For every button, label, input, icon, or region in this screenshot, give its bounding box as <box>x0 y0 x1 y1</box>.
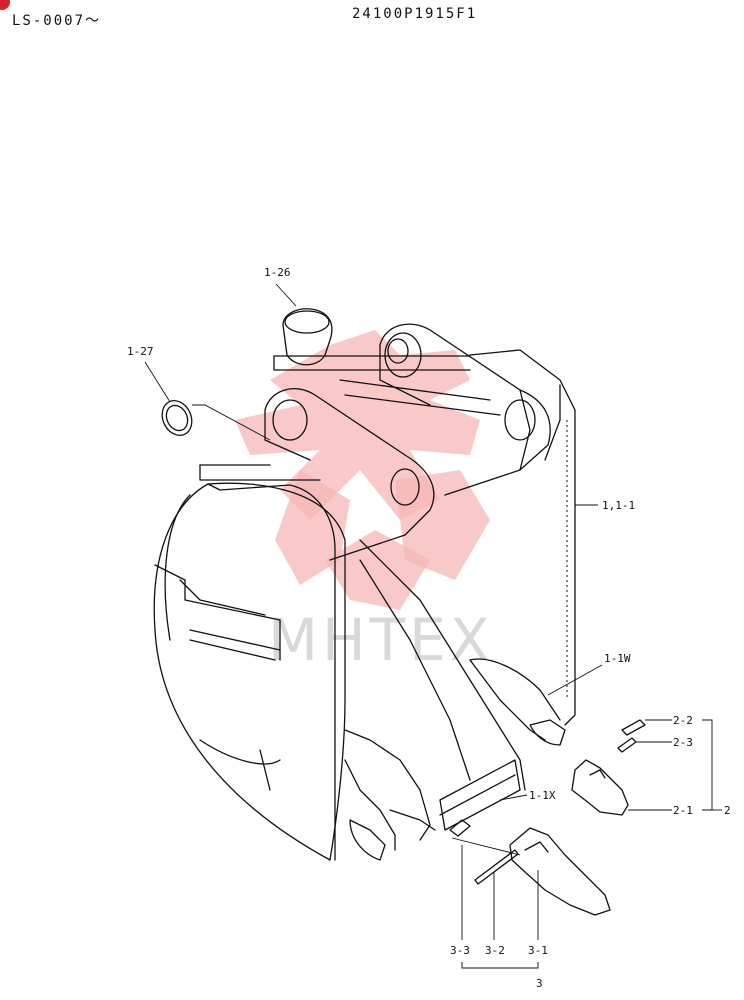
part-group-3-tooth: 3-3 3-2 3-1 3 <box>449 819 611 990</box>
watermark-logo: MHTEX <box>235 330 493 674</box>
watermark-text: MHTEX <box>268 606 493 674</box>
part-number: 24100P1915F1 <box>352 6 478 22</box>
callout-1-27: 1-27 <box>127 345 154 358</box>
serial-range: LS-0007～ <box>12 13 102 29</box>
callout-3: 3 <box>536 977 543 990</box>
callout-3-2: 3-2 <box>485 944 505 957</box>
callout-2-2: 2-2 <box>673 714 693 727</box>
part-1-27-oring: 1-27 <box>127 345 271 441</box>
corner-red-mark <box>0 0 10 10</box>
callout-1-1-1: 1,1-1 <box>602 499 635 512</box>
part-1-26-bushing: 1-26 <box>264 266 333 366</box>
callout-2-1: 2-1 <box>673 804 693 817</box>
part-group-2-tooth: 2-2 2-3 2-1 2 <box>571 714 731 817</box>
callout-1-26: 1-26 <box>264 266 291 279</box>
callout-2: 2 <box>724 804 731 817</box>
bucket-body <box>153 323 576 861</box>
callout-1-1w: 1-1W <box>604 652 631 665</box>
callout-2-3: 2-3 <box>673 736 693 749</box>
callout-1-1x: 1-1X <box>529 789 556 802</box>
callout-3-1: 3-1 <box>528 944 548 957</box>
callout-3-3: 3-3 <box>450 944 470 957</box>
